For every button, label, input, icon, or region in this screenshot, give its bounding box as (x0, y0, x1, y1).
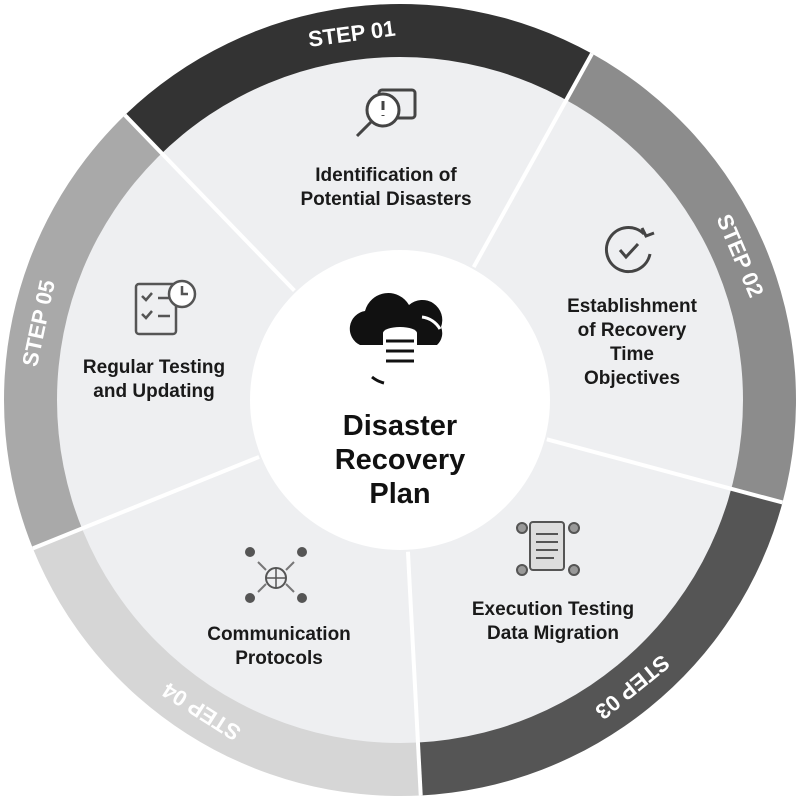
step-05-label: Regular Testing and Updating (83, 356, 225, 404)
label-line: Potential Disasters (300, 189, 472, 210)
step-5-ring-segment (4, 115, 164, 549)
label-line: Communication (207, 624, 351, 645)
label-line: Establishment (567, 296, 697, 317)
label-line: Objectives (583, 368, 681, 389)
segment-divider (546, 437, 784, 505)
label-line: Protocols (235, 648, 323, 669)
clipboard-team-icon (516, 521, 580, 576)
step-2-ring-segment (565, 53, 796, 503)
label-line: Identification of (315, 165, 457, 186)
step-3-ring-segment (417, 488, 783, 796)
check-refresh-icon (604, 226, 655, 274)
cloud-database-sync-icon (349, 293, 443, 385)
segment-divider (405, 551, 423, 796)
label-line: of Recovery (577, 320, 687, 341)
center-title-line: Plan (369, 478, 431, 510)
search-warning-icon (355, 88, 417, 138)
step-04-label: Communication Protocols (207, 623, 351, 671)
center-circle (250, 250, 550, 550)
segment-divider (123, 113, 296, 293)
label-line: Data Migration (487, 623, 619, 644)
step-01-label: Identification of Potential Disasters (300, 164, 471, 212)
checklist-clock-icon (134, 279, 197, 336)
center-title-line: Recovery (334, 444, 466, 476)
center-title: Disaster Recovery Plan (335, 409, 466, 511)
label-line: Regular Testing (82, 357, 226, 378)
center-title-line: Disaster (342, 410, 458, 442)
network-people-icon (245, 547, 307, 603)
step-02-label: Establishment of Recovery Time Objective… (567, 295, 697, 391)
segment-divider (32, 455, 260, 551)
step-1-ring-segment (124, 4, 592, 155)
label-line: and Updating (93, 381, 215, 402)
label-line: Time (609, 344, 654, 365)
step-03-label: Execution Testing Data Migration (472, 598, 634, 646)
segment-divider (471, 52, 594, 269)
step-4-ring-segment (32, 527, 421, 796)
label-line: Execution Testing (471, 599, 635, 620)
